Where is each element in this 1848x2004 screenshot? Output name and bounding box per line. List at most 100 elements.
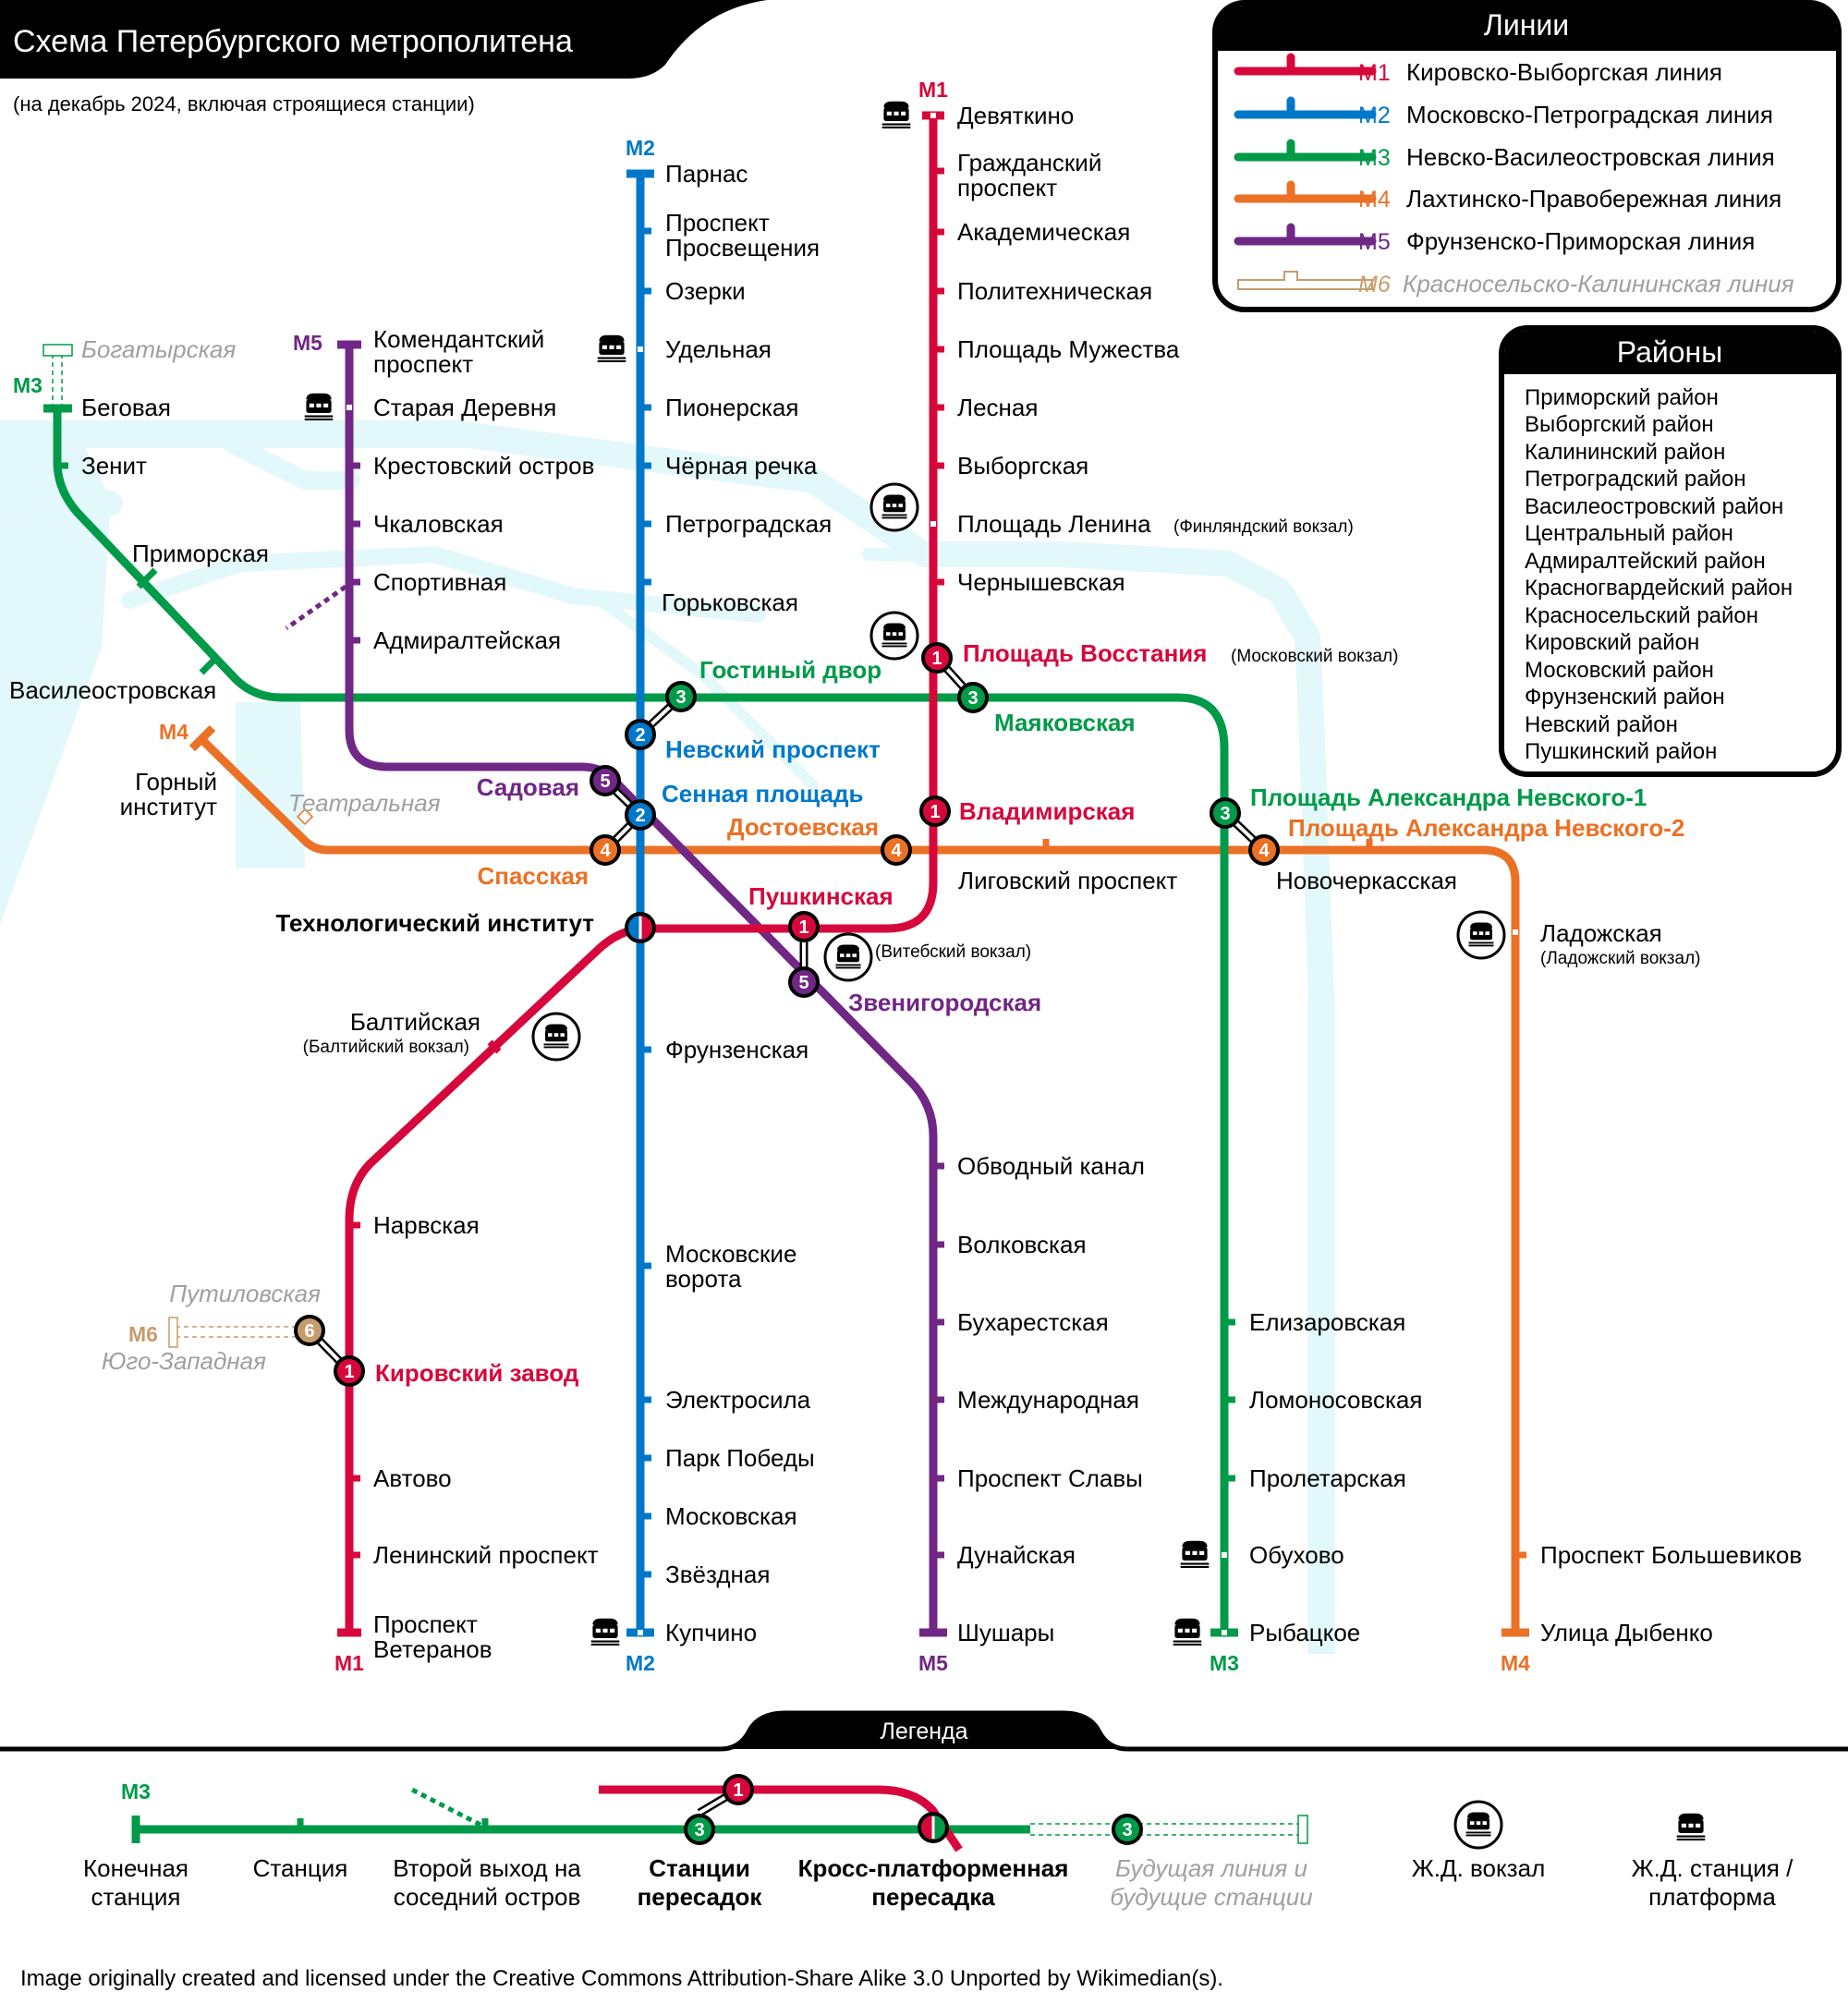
legend-line-m1: M1 Кировско-Выборгская линия <box>1234 53 1722 86</box>
line-m1 <box>345 115 938 1633</box>
station-dostoevskaya: Достоевская <box>727 813 879 841</box>
station-staraya-derevnya: Старая Деревня <box>373 394 556 421</box>
station-baltiyskaya: Балтийская <box>350 1008 480 1036</box>
station-yugo-zapadnaya: Юго-Западная <box>102 1347 266 1375</box>
transfer-pushkinskaya-m1: 1 <box>788 911 820 942</box>
svg-text:5: 5 <box>600 771 610 792</box>
legend-line-m2-name: Московско-Петроградская линия <box>1406 101 1773 128</box>
transfer-vosstaniya-m1: 1 <box>921 642 953 674</box>
line-m6-future <box>168 1317 300 1348</box>
station-mezhdunarodnaya: Международная <box>957 1386 1139 1414</box>
line-code-m4-bottom: M4 <box>1501 1651 1530 1675</box>
legend-line-m4-code: M4 <box>1358 187 1391 213</box>
station-zvenigorodskaya: Звенигородская <box>848 989 1041 1016</box>
transfer-alexnev1-m3: 3 <box>1210 797 1241 829</box>
line-code-m4-top: M4 <box>159 720 188 744</box>
station-sennaya: Сенная площадь <box>662 780 863 808</box>
legend-second-exit-line1: Второй выход на <box>393 1854 581 1882</box>
station-chernaya-rechka: Чёрная речка <box>665 452 818 480</box>
station-krestovsky: Крестовский остров <box>373 452 594 480</box>
sportivnaya-second-exit <box>285 584 347 631</box>
station-baltiyskaya-note: (Балтийский вокзал) <box>303 1038 469 1057</box>
district-item: Пушкинский район <box>1525 739 1717 764</box>
district-item: Невский район <box>1525 712 1678 737</box>
legend-title: Легенда <box>880 1719 967 1744</box>
svg-text:3: 3 <box>967 688 978 709</box>
station-bukharestskaya: Бухарестская <box>957 1308 1109 1336</box>
line-m3 <box>53 408 1229 1633</box>
legend-line-m6-name: Красносельско-Калининская линия <box>1403 270 1794 298</box>
line-code-m3-bottom: M3 <box>1210 1651 1239 1675</box>
svg-text:3: 3 <box>694 1820 704 1840</box>
station-prosvescheniya-line2: Просвещения <box>665 234 820 261</box>
svg-text:3: 3 <box>1122 1820 1132 1840</box>
station-teatralnaya: Театральная <box>288 789 441 817</box>
rail-platform-icon <box>1677 1814 1706 1840</box>
station-devyatkino: Девяткино <box>957 102 1074 129</box>
districts-panel-title: Районы <box>1617 335 1722 369</box>
transfer-dostoevskaya-m4: 4 <box>881 834 912 866</box>
svg-text:1: 1 <box>931 649 942 669</box>
rail-terminal-icon <box>871 613 918 659</box>
station-grazhdansky-line1: Гражданский <box>957 149 1101 176</box>
teatralnaya-future-marker <box>296 808 314 826</box>
station-ticks-m3 <box>57 462 1235 1482</box>
station-ozerki: Озерки <box>665 277 746 305</box>
station-leninsky: Ленинский проспект <box>373 1541 599 1569</box>
river-channels <box>0 420 1334 1011</box>
district-item: Василеостровский район <box>1525 494 1783 519</box>
svg-text:4: 4 <box>1258 841 1270 861</box>
rail-platform-icon <box>882 102 911 128</box>
station-spasskaya: Спасская <box>477 862 589 890</box>
rail-terminal-icon <box>871 484 918 530</box>
transfer-spasskaya-m4: 4 <box>590 834 621 866</box>
station-veteranov-line2: Ветеранов <box>373 1635 492 1663</box>
legend-future-line2: будущие станции <box>1110 1883 1312 1911</box>
station-kupchino: Купчино <box>665 1619 757 1646</box>
legend: Легенда M3 1 3 3 Конечная станция Станци… <box>0 1710 1848 1911</box>
station-vosstaniya-note: (Московский вокзал) <box>1231 647 1398 666</box>
legend-line-m5-name: Фрунзенско-Приморская линия <box>1406 227 1755 255</box>
station-ticks-m2 <box>640 227 651 1578</box>
station-ladozhskaya: Ладожская <box>1540 919 1662 947</box>
station-ticks-m1 <box>349 167 944 1559</box>
rail-platform-icon <box>305 394 334 420</box>
station-petrogradskaya: Петроградская <box>665 510 832 538</box>
station-shushary: Шушары <box>957 1619 1054 1646</box>
rail-terminal-icon <box>825 934 871 980</box>
station-komendantsky-line1: Комендантский <box>373 325 544 353</box>
station-labels-m5: Комендантский проспект Старая Деревня Кр… <box>373 325 1145 1646</box>
station-moskovskie-vorota-line2: ворота <box>665 1265 742 1293</box>
station-pushkinskaya-note: (Витебский вокзал) <box>875 942 1031 962</box>
district-item: Петроградский район <box>1525 467 1746 492</box>
line-m3-future-extension <box>43 344 73 408</box>
legend-line-m1-code: M1 <box>1358 60 1391 86</box>
legend-future-line1: Будущая линия и <box>1115 1854 1307 1882</box>
svg-text:4: 4 <box>891 841 902 861</box>
district-item: Красносельский район <box>1525 603 1758 628</box>
station-chernyshevskaya: Чернышевская <box>957 568 1125 596</box>
station-gostiny: Гостиный двор <box>699 656 881 684</box>
transfer-tekhnolog-m2-m1 <box>625 912 656 943</box>
station-labels-m4: Горный институт Театральная Спасская Дос… <box>120 768 1803 1646</box>
station-chkalovskaya: Чкаловская <box>373 510 504 538</box>
transfer-sennaya-m2: 2 <box>625 799 656 831</box>
station-moskovskaya: Московская <box>665 1502 797 1530</box>
transfer-kirovsky-m1: 1 <box>334 1355 365 1387</box>
transfer-mayakovskaya-m3: 3 <box>957 682 989 713</box>
station-lomonosovskaya: Ломоносовская <box>1249 1386 1422 1414</box>
lines-panel: Линии M1 Кировско-Выборгская линия M2 Мо… <box>1212 0 1842 312</box>
legend-line-m5-code: M5 <box>1358 229 1391 255</box>
map-title: Схема Петербургского метрополитена <box>13 24 573 59</box>
legend-line-m6-code: M6 <box>1358 272 1391 298</box>
station-parnas: Парнас <box>665 160 748 188</box>
station-muzhestva: Площадь Мужества <box>957 335 1180 363</box>
legend-line-m2: M2 Московско-Петроградская линия <box>1234 96 1773 128</box>
svg-text:3: 3 <box>675 687 686 708</box>
station-proletarskaya: Пролетарская <box>1249 1464 1406 1492</box>
transfer-zvenigorodskaya-m5: 5 <box>788 966 820 998</box>
svg-text:4: 4 <box>600 841 611 861</box>
district-item: Фрунзенский район <box>1525 685 1725 710</box>
svg-text:1: 1 <box>344 1362 354 1382</box>
